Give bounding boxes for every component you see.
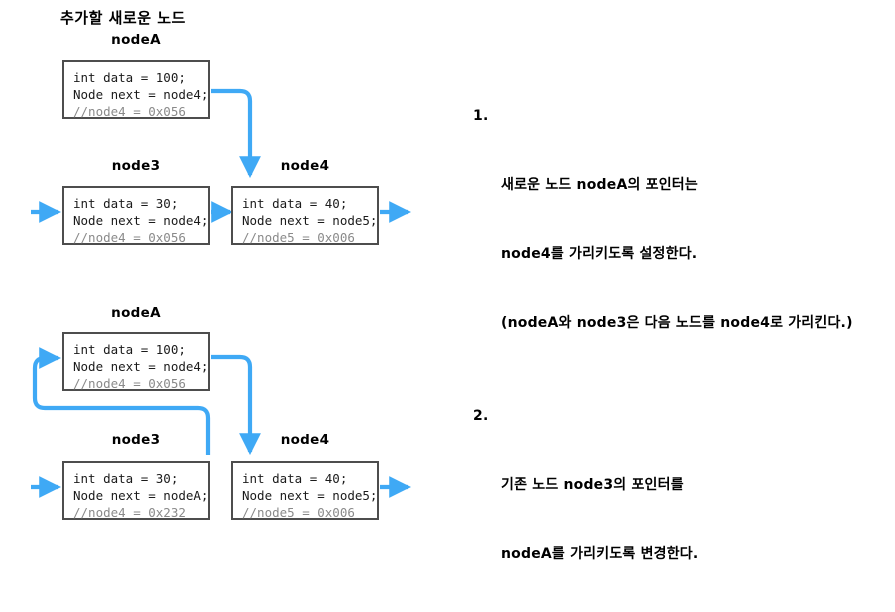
step-1-number: 1.: [473, 108, 489, 124]
node-label-nodeA-d2: nodeA: [111, 305, 161, 321]
code-line: Node next = nodeA;: [73, 488, 209, 503]
node-label-node4-d2: node4: [280, 432, 330, 448]
code-line: int data = 40;: [242, 196, 348, 211]
code-line-comment: //node4 = 0x232: [73, 505, 186, 520]
node-box-node4-d1: int data = 40; Node next = node5; //node…: [231, 186, 379, 245]
step-2: 2. 기존 노드 node3의 포인터를 nodeA를 가리키도록 변경한다.: [473, 405, 698, 612]
code-line: int data = 100;: [73, 342, 186, 357]
node-label-node3-d1: node3: [111, 158, 161, 174]
code-line: Node next = node4;: [73, 213, 209, 228]
node-box-nodeA-d2: int data = 100; Node next = node4; //nod…: [62, 332, 210, 391]
code-line: int data = 30;: [73, 471, 179, 486]
node-box-nodeA-d1: int data = 100; Node next = node4; //nod…: [62, 60, 210, 119]
step-1-line-1: 새로운 노드 nodeA의 포인터는: [501, 177, 698, 193]
code-line: Node next = node5;: [242, 213, 378, 228]
node-box-node3-d1: int data = 30; Node next = node4; //node…: [62, 186, 210, 245]
diagram-canvas: 추가할 새로운 노드 nodeA int data = 100; Node ne…: [31, 9, 853, 562]
step-2-line-1: 기존 노드 node3의 포인터를: [501, 477, 684, 493]
code-line-comment: //node4 = 0x056: [73, 104, 186, 119]
node-box-node3-d2: int data = 30; Node next = nodeA; //node…: [62, 461, 210, 520]
code-line-comment: //node5 = 0x006: [242, 505, 355, 520]
step-1-line-2: node4를 가리키도록 설정한다.: [501, 246, 698, 262]
code-line-comment: //node4 = 0x056: [73, 230, 186, 245]
step-1-line-3: (nodeA와 node3은 다음 노드를 node4로 가리킨다.): [501, 315, 853, 331]
node-box-node4-d2: int data = 40; Node next = node5; //node…: [231, 461, 379, 520]
code-line-comment: //node4 = 0x056: [73, 376, 186, 391]
code-line: Node next = node4;: [73, 87, 209, 102]
step-2-number: 2.: [473, 408, 489, 424]
code-line: int data = 40;: [242, 471, 348, 486]
code-line: Node next = node5;: [242, 488, 378, 503]
code-line-comment: //node5 = 0x006: [242, 230, 355, 245]
node-label-node4-d1: node4: [280, 158, 330, 174]
code-line: Node next = node4;: [73, 359, 209, 374]
node-label-node3-d2: node3: [111, 432, 161, 448]
step-1: 1. 새로운 노드 nodeA의 포인터는 node4를 가리키도록 설정한다.…: [473, 105, 853, 381]
node-label-nodeA-d1: nodeA: [111, 32, 161, 48]
step-2-line-2: nodeA를 가리키도록 변경한다.: [501, 546, 699, 562]
code-line: int data = 30;: [73, 196, 179, 211]
code-line: int data = 100;: [73, 70, 186, 85]
page-title: 추가할 새로운 노드: [60, 9, 186, 27]
